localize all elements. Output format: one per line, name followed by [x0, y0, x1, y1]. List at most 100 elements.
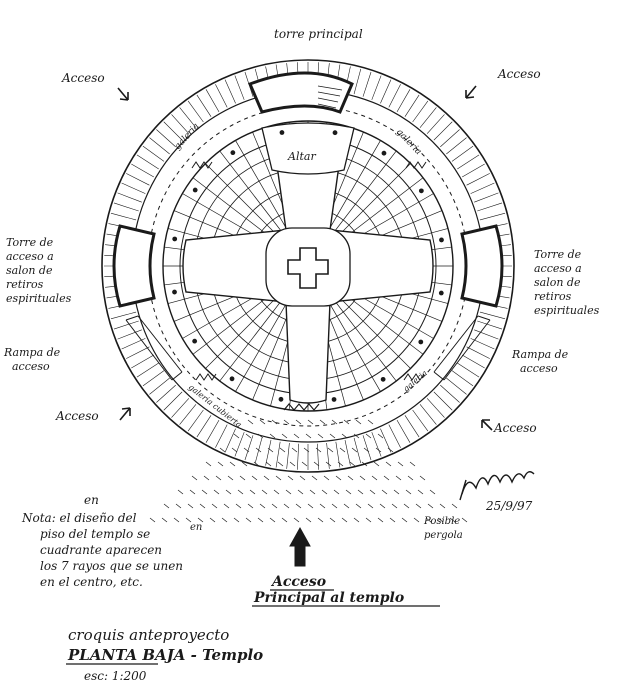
- right-ramp: [433, 315, 491, 381]
- gallery-zigzag-nw: [191, 161, 213, 169]
- arrow-ne-icon: [465, 85, 477, 99]
- paving-mark: [383, 475, 390, 481]
- paving-mark: [215, 475, 222, 481]
- hatch-line: [224, 428, 236, 453]
- access-label-se: Acceso: [493, 421, 537, 435]
- hatch-line: [205, 89, 220, 112]
- paving-mark: [293, 433, 300, 439]
- altar-area: [261, 122, 355, 175]
- paving-mark: [185, 517, 192, 523]
- paving-mark: [257, 517, 264, 523]
- grid-radial: [339, 177, 424, 242]
- hatch-line: [353, 68, 362, 95]
- column-dot: [172, 289, 177, 295]
- svg-text:acceso a: acceso a: [6, 250, 54, 263]
- left-ramp: [125, 315, 183, 381]
- paving-mark: [245, 433, 252, 439]
- paving-mark: [341, 433, 348, 439]
- hatch-line: [451, 370, 474, 387]
- entrance-plaza-paving: [149, 419, 468, 523]
- paving-mark: [247, 503, 254, 509]
- hatch-line: [326, 442, 330, 469]
- paving-mark: [273, 489, 280, 495]
- paving-mark: [313, 461, 320, 467]
- main-access-arrow-icon: [289, 526, 311, 567]
- paving-mark: [329, 433, 336, 439]
- column-dot: [418, 188, 424, 194]
- hatch-line: [371, 75, 382, 100]
- paving-mark: [291, 447, 298, 453]
- svg-text:Posible: Posible: [423, 516, 460, 527]
- hatch-line: [371, 432, 382, 457]
- paving-mark: [269, 517, 276, 523]
- svg-text:los 7 rayos que se unen: los 7 rayos que se unen: [40, 559, 183, 573]
- grid-radial: [235, 300, 289, 392]
- arrow-nw-icon: [117, 87, 129, 101]
- paving-mark: [205, 461, 212, 467]
- paving-mark: [285, 489, 292, 495]
- hatch-line: [171, 398, 190, 418]
- paving-mark: [279, 447, 286, 453]
- svg-text:salon de: salon de: [6, 264, 53, 277]
- paving-mark: [409, 461, 416, 467]
- columns: [172, 130, 444, 402]
- paving-mark: [239, 475, 246, 481]
- paving-mark: [161, 517, 168, 523]
- grid-radial: [192, 290, 277, 355]
- paving-mark: [397, 461, 404, 467]
- paving-mark: [275, 475, 282, 481]
- paving-mark: [365, 517, 372, 523]
- paving-mark: [283, 503, 290, 509]
- paving-mark: [305, 517, 312, 523]
- grid-radial: [332, 150, 397, 235]
- svg-text:cuadrante aparecen: cuadrante aparecen: [40, 543, 162, 557]
- paving-mark: [307, 503, 314, 509]
- right-tower-label: Torre de acceso a salon de retiros espir…: [534, 248, 600, 317]
- paving-mark: [201, 489, 208, 495]
- main-access-label: Acceso Principal al templo: [253, 574, 404, 606]
- column-dot: [418, 339, 424, 345]
- paving-mark: [387, 447, 394, 453]
- paving-mark: [407, 475, 414, 481]
- paving-mark: [353, 517, 360, 523]
- column-dot: [172, 236, 178, 242]
- paving-mark: [355, 503, 362, 509]
- svg-text:Rampa de: Rampa de: [3, 346, 61, 359]
- paving-mark: [403, 503, 410, 509]
- signature: [459, 471, 535, 501]
- paving-mark: [295, 419, 302, 425]
- paving-mark: [309, 489, 316, 495]
- paving-mark: [345, 489, 352, 495]
- paving-mark: [415, 503, 422, 509]
- paving-mark: [277, 461, 284, 467]
- hatch-line: [117, 329, 142, 340]
- grid-radial: [205, 294, 280, 369]
- hatch-line: [187, 100, 204, 123]
- paving-mark: [371, 475, 378, 481]
- access-arrows: [117, 85, 493, 431]
- paving-mark: [417, 489, 424, 495]
- grid-radial: [252, 302, 294, 401]
- paving-mark: [247, 419, 254, 425]
- paving-mark: [173, 517, 180, 523]
- hatch-line: [224, 79, 236, 104]
- paving-mark: [437, 517, 444, 523]
- paving-mark: [321, 489, 328, 495]
- hatch-line: [156, 129, 176, 148]
- gallery-zigzag-sw: [195, 373, 217, 381]
- paving-mark: [271, 419, 278, 425]
- paving-mark: [267, 447, 274, 453]
- column-dot: [192, 338, 198, 344]
- left-ramp-label: Rampa de acceso: [3, 346, 61, 373]
- paving-mark: [149, 517, 156, 523]
- paving-mark: [405, 489, 412, 495]
- paving-mark: [343, 419, 350, 425]
- grid-radial: [322, 302, 364, 401]
- gallery-label-se: galeria: [402, 368, 430, 393]
- paving-mark: [425, 517, 432, 523]
- main-tower: [248, 71, 354, 114]
- paving-mark: [361, 461, 368, 467]
- svg-text:Torre de: Torre de: [6, 236, 54, 249]
- paving-mark: [249, 489, 256, 495]
- paving-mark: [419, 475, 426, 481]
